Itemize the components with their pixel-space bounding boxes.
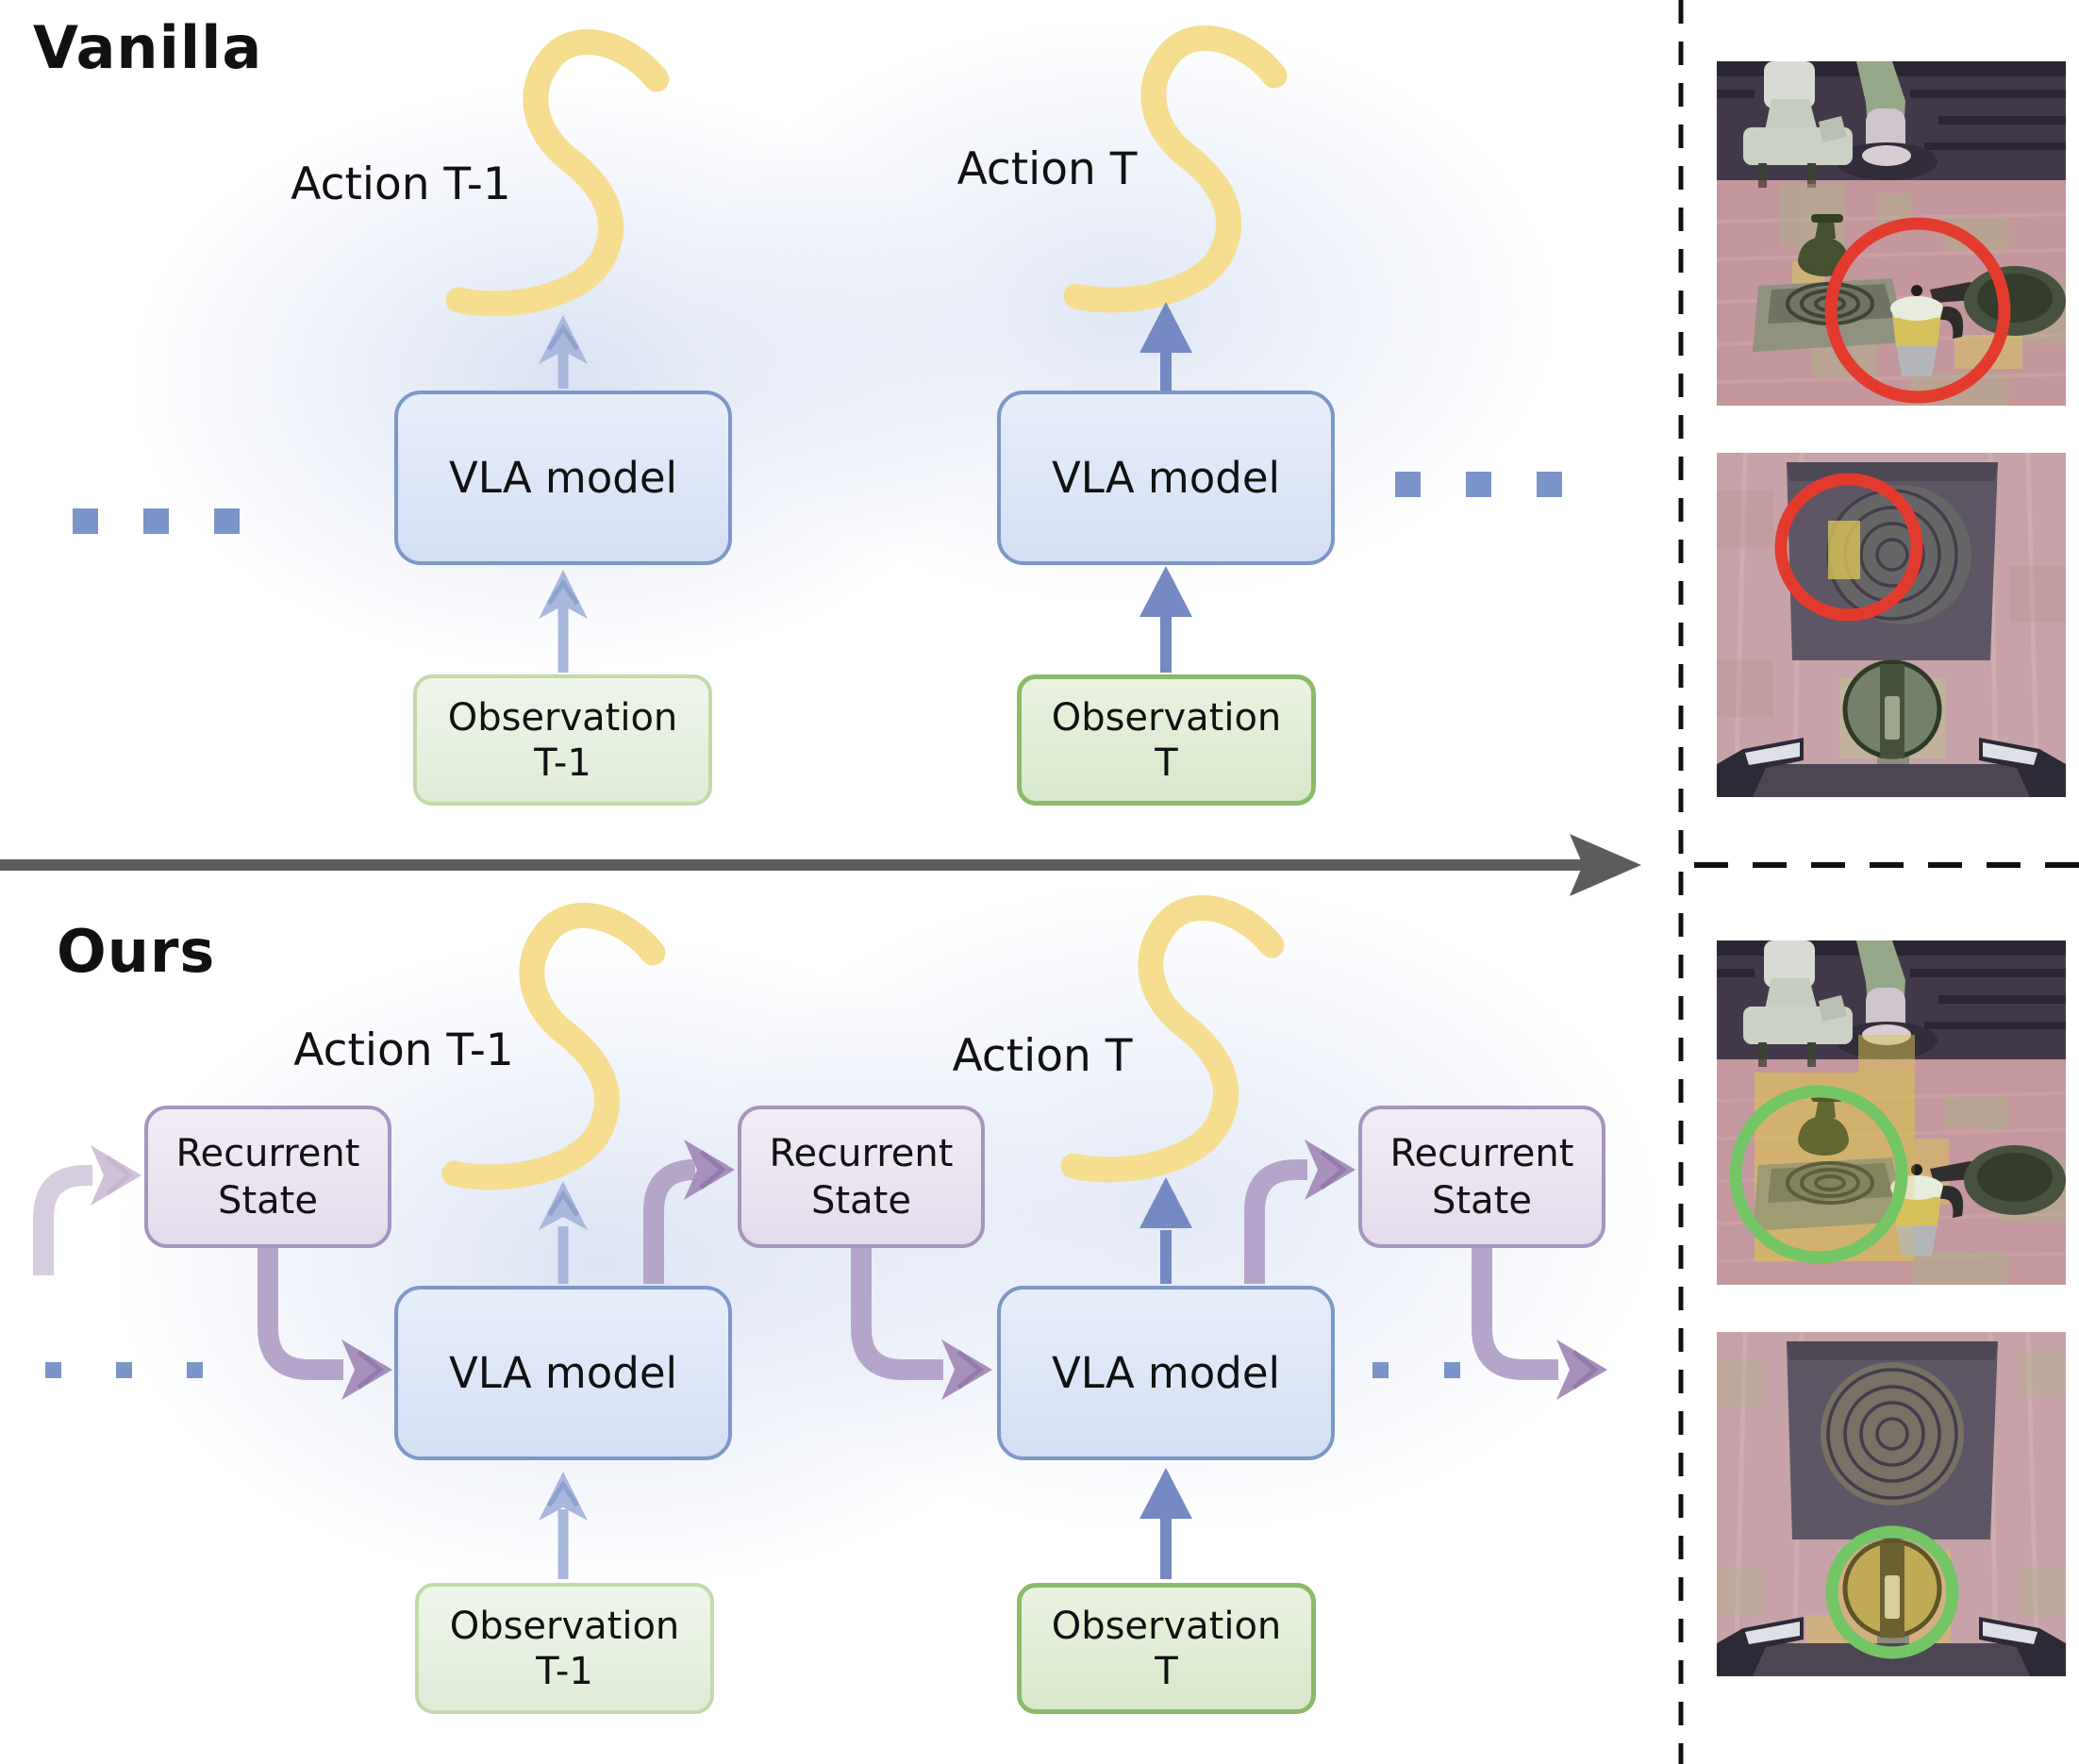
vla-model-box-ours-t1: VLA model	[394, 1286, 732, 1460]
green-highlight-circle-icon	[1729, 1085, 1908, 1264]
action-label-vanilla-t1: Action T-1	[291, 158, 511, 210]
vla-model-box-vanilla-t: VLA model	[997, 391, 1335, 565]
recurrent-state-box-2: Recurrent State	[738, 1106, 985, 1248]
observation-box-vanilla-t: Observation T	[1017, 674, 1316, 806]
action-label-ours-t1: Action T-1	[293, 1024, 514, 1076]
section-title-ours: Ours	[57, 917, 216, 986]
observation-box-ours-t1: Observation T-1	[415, 1583, 714, 1714]
red-highlight-circle-icon	[1824, 217, 2011, 404]
observation-box-ours-t: Observation T	[1017, 1583, 1316, 1714]
recurrent-state-box-1: Recurrent State	[144, 1106, 391, 1248]
section-title-vanilla: Vanilla	[33, 13, 263, 82]
recurrent-state-box-3: Recurrent State	[1358, 1106, 1605, 1248]
attention-image-ours-closeup	[1717, 1332, 2066, 1676]
action-label-ours-t: Action T	[952, 1030, 1133, 1082]
observation-box-vanilla-t1: Observation T-1	[413, 674, 712, 806]
vla-model-box-vanilla-t1: VLA model	[394, 391, 732, 565]
action-label-vanilla-t: Action T	[956, 143, 1138, 195]
attention-image-ours-scene	[1717, 940, 2066, 1285]
attention-image-vanilla-closeup	[1717, 453, 2066, 797]
red-highlight-circle-icon	[1774, 473, 1923, 622]
vla-model-box-ours-t: VLA model	[997, 1286, 1335, 1460]
green-highlight-circle-icon	[1825, 1525, 1959, 1659]
attention-image-vanilla-scene	[1717, 61, 2066, 406]
diagram-background	[0, 0, 1677, 1764]
